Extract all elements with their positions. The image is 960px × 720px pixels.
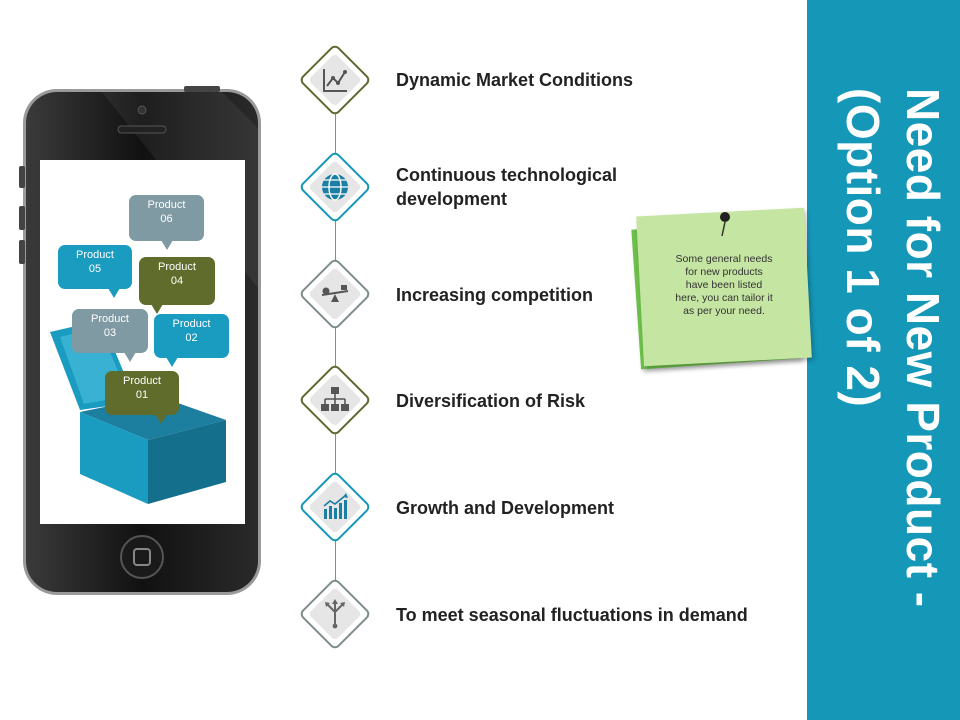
sticky-note: Some general needs for new products have… (631, 207, 822, 378)
smartphone-illustration: Product 06 Product 05 Product 04 Product… (19, 86, 262, 596)
product-05-bubble: Product 05 (58, 245, 132, 298)
item-diversification-of-risk: Diversification of Risk (396, 391, 586, 411)
product-02-number: 02 (185, 332, 198, 344)
product-05-label: Product (76, 249, 114, 261)
item-seasonal-fluctuations: To meet seasonal fluctuations in demand (396, 605, 748, 625)
product-02-label: Product (172, 318, 211, 330)
product-06-label: Product (147, 199, 186, 211)
phone-screen: Product 06 Product 05 Product 04 Product… (40, 160, 245, 524)
bar-growth-icon (323, 493, 348, 519)
item-increasing-competition: Increasing competition (396, 285, 594, 305)
product-06-bubble: Product 06 (129, 195, 204, 250)
seesaw-balance-icon (321, 285, 349, 302)
product-03-number: 03 (103, 327, 117, 339)
product-01-number: 01 (135, 389, 149, 401)
product-02-bubble: Product 02 (154, 314, 229, 367)
title-band: Need for New Product - (Option 1 of 2) (807, 0, 960, 720)
timeline-node-5 (297, 469, 373, 545)
timeline-node-6 (297, 576, 373, 652)
item-continuous-technological-development: Continuous technological development (396, 165, 617, 209)
globe-icon (322, 173, 348, 201)
item-growth-and-development: Growth and Development (396, 498, 615, 518)
product-04-number: 04 (170, 275, 184, 287)
product-03-label: Product (91, 313, 129, 325)
product-04-label: Product (158, 261, 196, 273)
side-buttons (19, 166, 25, 264)
split-arrows-icon (325, 599, 345, 629)
product-03-bubble: Product 03 (72, 309, 148, 362)
timeline-connector (335, 110, 336, 610)
top-button (184, 86, 220, 92)
product-01-bubble: Product 01 (105, 371, 179, 424)
timeline-node-4 (297, 362, 373, 438)
timeline-node-3 (297, 256, 373, 332)
product-04-bubble: Product 04 (139, 257, 215, 314)
timeline-node-2 (297, 149, 373, 225)
product-05-number: 05 (88, 263, 102, 275)
sticky-note-text: Some general needs for new products have… (675, 253, 773, 317)
line-chart-icon (323, 69, 347, 92)
org-chart-icon (321, 387, 349, 411)
pushpin-icon (720, 212, 730, 237)
product-06-number: 06 (160, 213, 173, 225)
product-01-label: Product (123, 375, 161, 387)
slide-title: Need for New Product - (Option 1 of 2) (837, 88, 949, 608)
timeline-node-1 (297, 42, 373, 118)
item-dynamic-market-conditions: Dynamic Market Conditions (396, 70, 634, 90)
